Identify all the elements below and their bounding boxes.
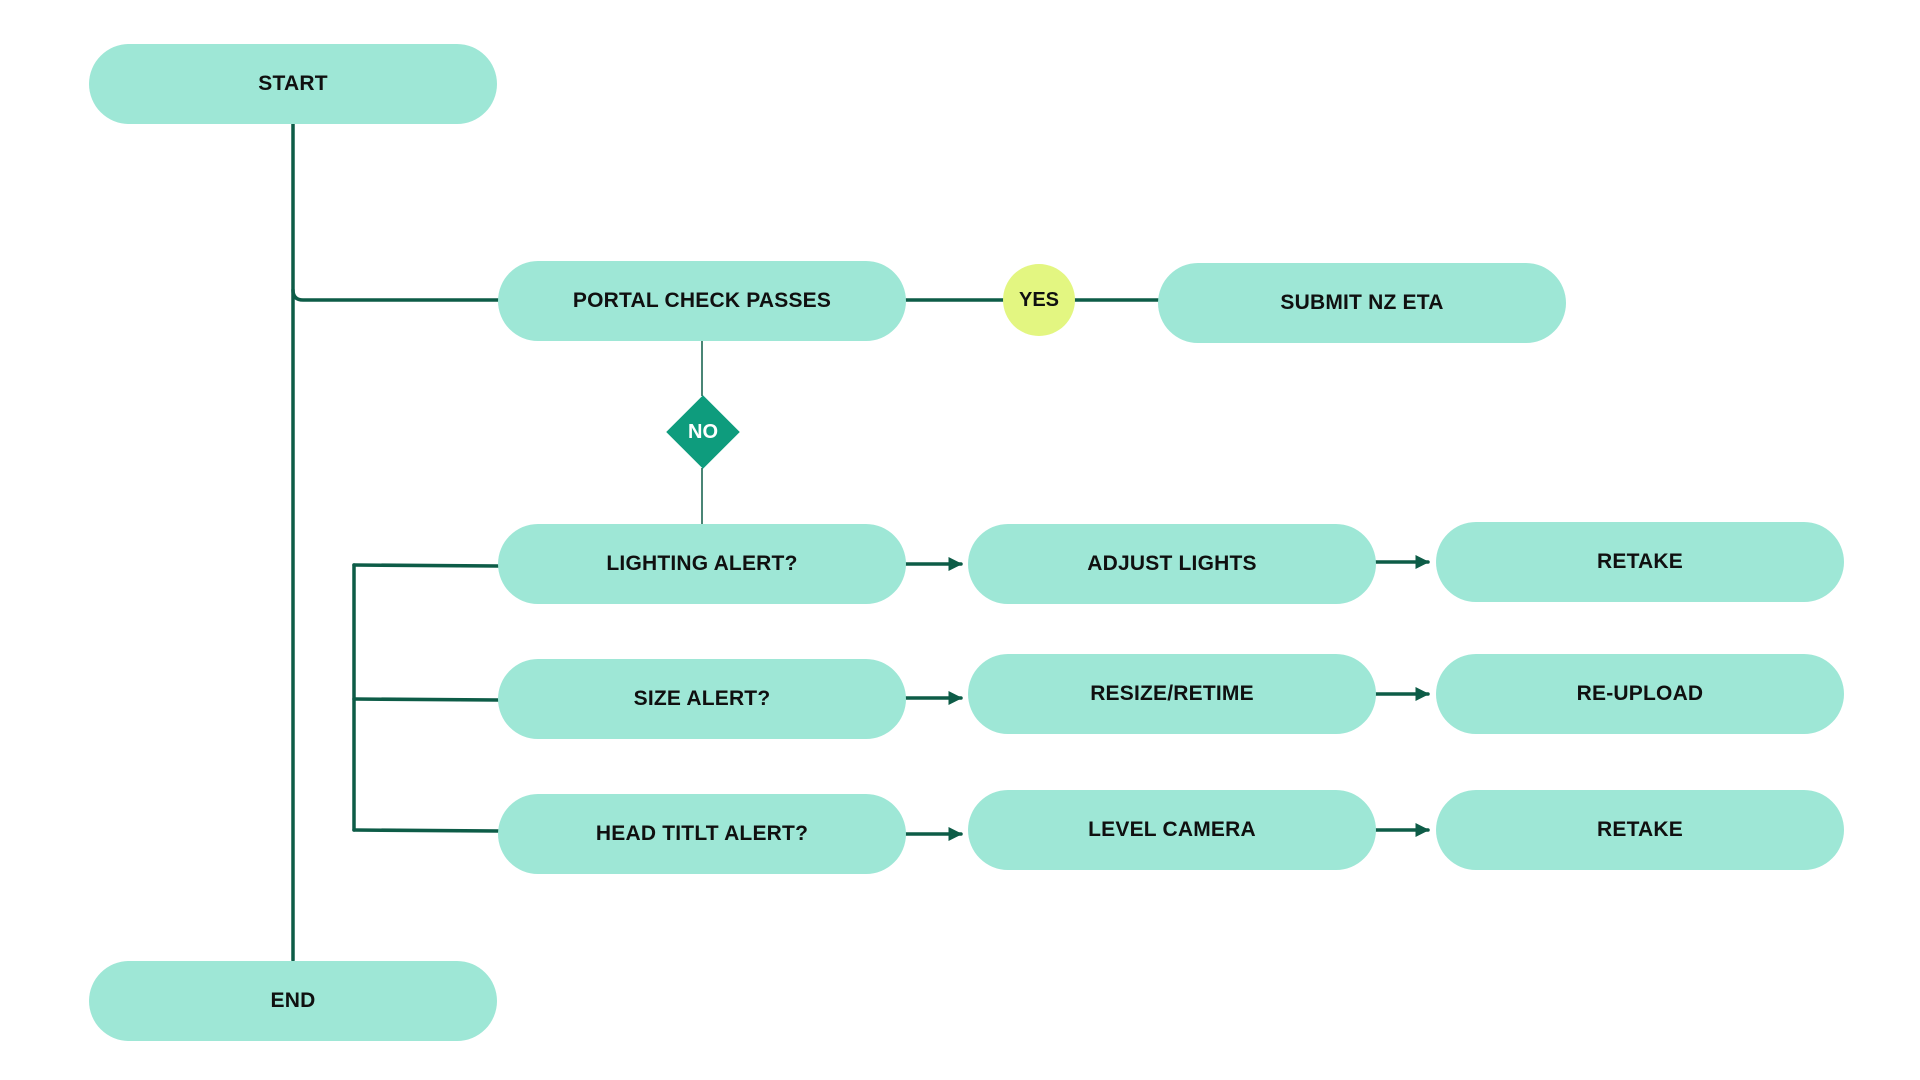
end-node[interactable]: END [89, 961, 497, 1041]
retake-node-2[interactable]: RETAKE [1436, 790, 1844, 870]
head-tilt-alert-label: HEAD TITLT ALERT? [595, 822, 809, 845]
bracket-to-lighting [352, 563, 500, 568]
retake-node-1[interactable]: RETAKE [1436, 522, 1844, 602]
adjust-lights-node[interactable]: ADJUST LIGHTS [968, 524, 1376, 604]
level-camera-node[interactable]: LEVEL CAMERA [968, 790, 1376, 870]
retake-label-1: RETAKE [1597, 550, 1683, 573]
resize-retime-label: RESIZE/RETIME [1090, 682, 1254, 705]
portal-check-node[interactable]: PORTAL CHECK PASSES [498, 261, 906, 341]
yes-label: YES [1018, 288, 1060, 311]
start-node[interactable]: START [89, 44, 497, 124]
end-label: END [270, 989, 316, 1012]
no-label: NO [688, 420, 718, 443]
lighting-alert-label: LIGHTING ALERT? [606, 552, 798, 575]
submit-nz-eta-label: SUBMIT NZ ETA [1280, 291, 1444, 314]
size-alert-node[interactable]: SIZE ALERT? [498, 659, 906, 739]
start-label: START [258, 72, 328, 95]
yes-decision[interactable]: YES [1003, 264, 1075, 336]
no-decision[interactable]: NO [666, 395, 740, 469]
branch-to-portal-check [291, 288, 500, 302]
re-upload-node[interactable]: RE-UPLOAD [1436, 654, 1844, 734]
adjust-lights-label: ADJUST LIGHTS [1087, 552, 1257, 575]
size-alert-label: SIZE ALERT? [633, 687, 771, 710]
portal-check-label: PORTAL CHECK PASSES [572, 289, 832, 312]
resize-retime-node[interactable]: RESIZE/RETIME [968, 654, 1376, 734]
bracket-to-head-tilt [352, 828, 500, 833]
re-upload-label: RE-UPLOAD [1576, 682, 1704, 705]
retake-label-2: RETAKE [1597, 818, 1683, 841]
lighting-alert-node[interactable]: LIGHTING ALERT? [498, 524, 906, 604]
bracket-to-size [352, 697, 500, 702]
level-camera-label: LEVEL CAMERA [1088, 818, 1256, 841]
head-tilt-alert-node[interactable]: HEAD TITLT ALERT? [498, 794, 906, 874]
submit-nz-eta-node[interactable]: SUBMIT NZ ETA [1158, 263, 1566, 343]
